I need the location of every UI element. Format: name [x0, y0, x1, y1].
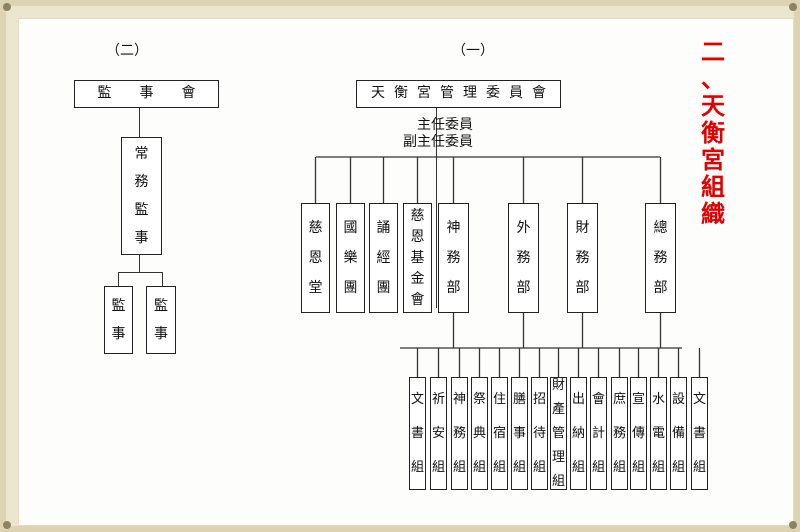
corner-rivet: [789, 521, 797, 529]
group-box: 住宿組: [491, 377, 508, 490]
unit-box: 財務部: [567, 203, 598, 313]
unit-label: 外務部: [516, 220, 531, 296]
unit-box: 慈恩堂: [301, 203, 330, 313]
group-label: 水電組: [651, 391, 665, 475]
connector-line: [118, 272, 162, 274]
right-chart-heading: （一）: [452, 43, 494, 59]
supervisory-board-label: 監 事 會: [97, 85, 196, 101]
group-label: 會計組: [591, 391, 605, 475]
group-label: 招待組: [532, 391, 546, 475]
group-label: 財產管理組: [551, 377, 565, 489]
connector-line: [162, 272, 164, 286]
group-box: 文書組: [691, 377, 708, 490]
group-label: 膳事組: [512, 391, 526, 475]
group-label: 出納組: [571, 391, 585, 475]
group-label: 庶務組: [612, 391, 626, 475]
corner-rivet: [3, 521, 11, 529]
group-label: 設備組: [671, 391, 685, 475]
connector-line: [436, 108, 438, 308]
corner-rivet: [3, 3, 11, 11]
unit-label: 神務部: [446, 220, 461, 296]
left-chart-heading: （二）: [106, 43, 148, 59]
unit-box: 誦經團: [369, 203, 398, 313]
group-label: 神務組: [452, 391, 466, 475]
group-label: 宣傳組: [631, 391, 645, 475]
unit-label: 國樂團: [343, 220, 358, 296]
supervisor-box: 監事: [104, 286, 133, 354]
group-label: 文書組: [692, 391, 706, 475]
chair-label: 主任委員: [417, 117, 473, 133]
group-label: 祭典組: [472, 391, 486, 475]
group-label: 住宿組: [492, 391, 506, 475]
group-box: 膳事組: [511, 377, 528, 490]
group-box: 水電組: [650, 377, 667, 490]
connector-line: [139, 255, 141, 272]
unit-label: 慈恩堂: [308, 220, 323, 296]
group-box: 招待組: [531, 377, 548, 490]
connector-line: [139, 108, 141, 137]
group-label: 祈安組: [431, 391, 445, 475]
group-box: 出納組: [570, 377, 587, 490]
management-committee-label: 天衡宮管理委員會: [371, 85, 555, 101]
connector-line: [118, 272, 120, 286]
unit-label: 慈恩基金會: [410, 207, 425, 308]
page-title: 二、天衡宮組織: [701, 37, 725, 228]
unit-box: 慈恩基金會: [403, 203, 432, 313]
supervisory-board-box: 監 事 會: [74, 80, 219, 108]
group-box: 祈安組: [430, 377, 447, 490]
supervisor-label: 監事: [154, 298, 168, 342]
management-committee-box: 天衡宮管理委員會: [356, 80, 561, 108]
supervisor-box: 監事: [146, 286, 176, 354]
unit-label: 總務部: [653, 220, 668, 296]
unit-box: 外務部: [508, 203, 539, 313]
group-box: 會計組: [590, 377, 607, 490]
unit-label: 財務部: [575, 220, 590, 296]
unit-box: 國樂團: [336, 203, 365, 313]
group-box: 文書組: [409, 377, 426, 490]
vice-chair-label: 副主任委員: [403, 134, 473, 150]
group-box: 宣傳組: [630, 377, 647, 490]
group-box: 庶務組: [611, 377, 628, 490]
unit-box: 總務部: [645, 203, 676, 313]
standing-supervisor-box: 常務監事: [121, 137, 162, 255]
standing-supervisor-label: 常務監事: [134, 146, 149, 246]
group-box: 財產管理組: [550, 377, 567, 490]
supervisor-label: 監事: [111, 298, 126, 342]
unit-label: 誦經團: [376, 220, 391, 296]
corner-rivet: [789, 3, 797, 11]
group-box: 神務組: [451, 377, 468, 490]
unit-box: 神務部: [438, 203, 469, 313]
group-box: 祭典組: [471, 377, 488, 490]
group-label: 文書組: [410, 391, 424, 475]
group-box: 設備組: [670, 377, 687, 490]
